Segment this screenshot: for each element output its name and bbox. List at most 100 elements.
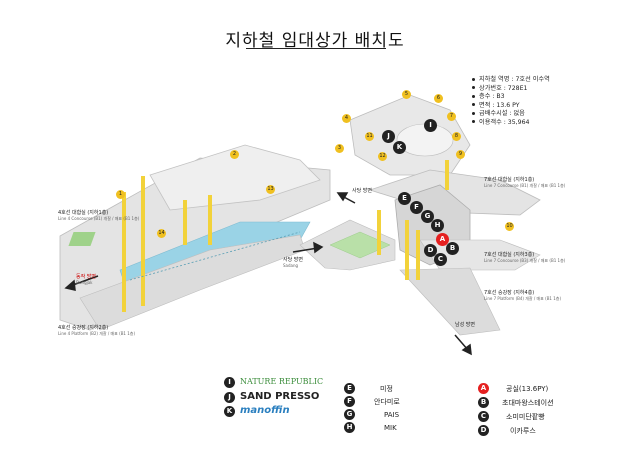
marker-j: J: [382, 130, 395, 143]
line4-stair-2: [141, 176, 145, 306]
exit-number: 11: [365, 132, 374, 141]
bullet-icon: [472, 86, 475, 90]
legend-mid-f-text: 안다미로: [374, 398, 400, 406]
legend-letter-g: G: [344, 409, 355, 420]
legend-mid-h-text: MIK: [384, 424, 397, 432]
line4-stair-3: [183, 200, 187, 245]
line7-c1-text: 7호선 대합실 (지하1층): [484, 177, 535, 183]
line4-green-area: [68, 232, 96, 246]
exit-number: 13: [266, 185, 275, 194]
legend-right-b-text: 초대마왕스테이션: [502, 399, 554, 407]
exit-number: 5: [402, 90, 411, 99]
dir-dongjak-text: 동작 방면: [76, 274, 96, 280]
brand-manoffin: manoffin: [240, 405, 290, 416]
line7-p-label: 7호선 승강장 (지하4층) Line 7 Platform (B4) 개찰 /…: [484, 290, 561, 302]
line7-c2-sub: Line 7 Concourse (B3) 개찰 / 매표 (B1 1층): [484, 258, 566, 263]
shop-info: 지하철 역명 : 7호선 이수역 상가번호 : 728E1 층수 : B3 면적…: [472, 76, 550, 128]
line7-c2-label: 7호선 대합실 (지하3층) Line 7 Concourse (B3) 개찰 …: [484, 252, 565, 264]
bullet-icon: [472, 94, 475, 98]
line4-concourse-label: 4호선 대합실 (지하1층) Line 4 Concourse (B1) 개찰 …: [58, 210, 139, 222]
legend-letter-a: A: [478, 383, 489, 394]
connector-green: [329, 231, 391, 259]
line7-c2-text: 7호선 대합실 (지하3층): [484, 252, 535, 258]
line4-track-line: [129, 231, 301, 281]
brand-sand-presso: SAND PRESSO: [240, 391, 320, 402]
legend-right-d-text: 이카루스: [510, 427, 536, 435]
marker-i: I: [424, 119, 437, 132]
line7-stair-2: [416, 230, 420, 280]
line7-platform: [399, 267, 501, 336]
exit-number: 2: [230, 150, 239, 159]
bullet-icon: [472, 103, 475, 107]
line7-stair-4: [377, 210, 381, 255]
marker-k: K: [393, 141, 406, 154]
legend-right-a-text: 공실(13.6PY): [506, 385, 549, 393]
exit-number: 1: [116, 190, 125, 199]
legend-letter-j: J: [224, 392, 235, 403]
info-row: 층수 : B3: [472, 93, 550, 102]
exit-number: 3: [335, 144, 344, 153]
legend-mid-g-text: PAIS: [384, 411, 400, 419]
line4-platform-label: 4호선 승강장 (지하2층) Line 4 Platform (B2) 개찰 /…: [58, 325, 135, 337]
exit-number: 12: [378, 152, 387, 161]
line4-platform-text: 4호선 승강장 (지하2층): [58, 325, 109, 331]
legend-right-c-text: 소미미단팥빵: [506, 413, 545, 421]
line7-p-sub: Line 7 Platform (B4) 개찰 / 매표 (B1 1층): [484, 296, 562, 301]
arrow-left-head: [64, 279, 76, 291]
line4-stair-1: [122, 192, 126, 312]
dir-mid-label: 사당 방면: [352, 188, 372, 194]
exit-number: 8: [452, 132, 461, 141]
line4-platform-sub: Line 4 Platform (B2) 개찰 / 매표 (B1 1층): [58, 331, 136, 336]
legend-letter-c: C: [478, 411, 489, 422]
legend-letter-f: F: [344, 396, 355, 407]
dir-mid-text: 사당 방면: [352, 188, 372, 194]
bullet-icon: [472, 111, 475, 115]
title-underline: [246, 48, 386, 49]
bullet-icon: [472, 77, 475, 81]
dir-dongjak-sub: Dongjak: [76, 280, 93, 285]
marker-d: D: [424, 244, 437, 257]
line7-c1-label: 7호선 대합실 (지하1층) Line 7 Concourse (B1) 개찰 …: [484, 177, 565, 189]
line7-stair-3: [445, 160, 449, 190]
info-row: 급배수시설 : 없음: [472, 110, 550, 119]
legend-mid-e-text: 미정: [380, 385, 393, 393]
info-passengers: 이용객수 : 35,964: [479, 118, 530, 126]
line7-c1-sub: Line 7 Concourse (B1) 개찰 / 매표 (B1 1층): [484, 183, 566, 188]
legend-letter-k: K: [224, 406, 235, 417]
line4-concourse-sub: Line 4 Concourse (B1) 개찰 / 매표 (B1 1층): [58, 216, 140, 221]
exit-number: 10: [505, 222, 514, 231]
exit-number: 6: [434, 94, 443, 103]
brand-nature-republic: NATURE REPUBLIC: [240, 377, 324, 386]
line4-upper-block: [149, 144, 321, 211]
info-row: 지하철 역명 : 7호선 이수역: [472, 76, 550, 85]
info-row: 상가번호 : 728E1: [472, 85, 550, 94]
marker-a: A: [436, 233, 449, 246]
exit-number: 7: [447, 112, 456, 121]
line4-concourse-text: 4호선 대합실 (지하1층): [58, 210, 109, 216]
info-station: 지하철 역명 : 7호선 이수역: [479, 76, 550, 83]
exit-number: 14: [157, 229, 166, 238]
dir-bottom-label: 남성 방면: [455, 322, 475, 328]
legend-letter-h: H: [344, 422, 355, 433]
dir-sadang-sub: Sadang: [283, 263, 299, 268]
dir-sadang-text: 사당 방면: [283, 257, 303, 263]
marker-e: E: [398, 192, 411, 205]
marker-f: F: [410, 201, 423, 214]
connector-passage: [299, 219, 396, 271]
info-plumbing: 급배수시설 : 없음: [479, 110, 525, 118]
legend-letter-b: B: [478, 397, 489, 408]
dir-sadang-label: 사당 방면 Sadang: [283, 257, 303, 269]
arrow-right-head: [313, 241, 324, 254]
arrow-bottom-head: [461, 343, 472, 356]
bullet-icon: [472, 120, 475, 124]
arrow-mid-head: [336, 192, 349, 202]
info-row: 이용객수 : 35,964: [472, 119, 550, 128]
legend-letter-d: D: [478, 425, 489, 436]
info-row: 면적 : 13.6 PY: [472, 102, 550, 111]
line7-stair-1: [405, 220, 409, 280]
page-title: 지하철 임대상가 배치도: [225, 31, 405, 51]
direction-arrows: [64, 192, 472, 356]
legend-letter-e: E: [344, 383, 355, 394]
exit-number: 4: [342, 114, 351, 123]
dir-dongjak-label: 동작 방면 Dongjak: [76, 274, 96, 286]
